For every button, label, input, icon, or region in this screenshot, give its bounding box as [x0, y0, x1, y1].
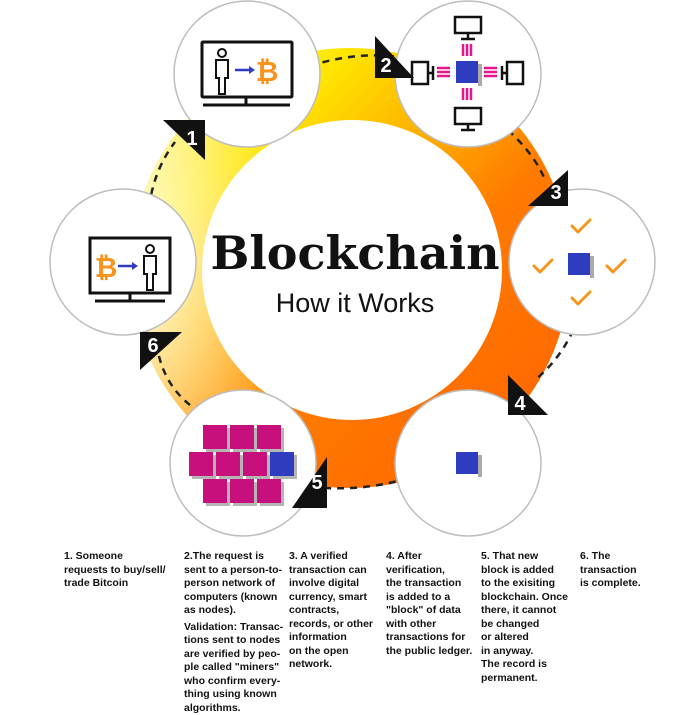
step-6-line: transaction: [580, 563, 637, 576]
step-3-line: network.: [289, 658, 333, 670]
step-2-validation-line: who confirm every-: [184, 674, 281, 687]
person-to-bitcoin-icon: ₿: [200, 40, 294, 107]
step-1-description: 1. Someone requests to buy/sell/ trade B…: [64, 550, 166, 591]
step-4-description: 4. After verification, the transaction i…: [386, 550, 472, 658]
step-4-line: the public ledger.: [386, 644, 473, 657]
step-4-line: transactions for: [386, 631, 466, 643]
chain-block: [216, 452, 240, 476]
step-number-1: 1: [186, 128, 197, 150]
step-6-line: is complete.: [580, 577, 641, 589]
chain-block: [230, 479, 254, 503]
svg-text:₿: ₿: [256, 56, 279, 87]
chain-of-blocks-icon: [189, 425, 297, 506]
step-5-line: to the exisiting: [481, 577, 556, 589]
step-2-validation-line: Validation: Transac-: [184, 620, 284, 633]
step-5-line: The record is: [481, 658, 547, 670]
step-number-2: 2: [380, 55, 391, 77]
step-3-line: information: [289, 631, 347, 643]
network-nodes-icon: [410, 15, 525, 132]
step-3-line: records, or other: [289, 617, 374, 630]
step-badge-2: [375, 36, 414, 78]
step-1-line: 1. Someone: [64, 550, 123, 562]
step-2-validation-line: algorithms.: [184, 701, 241, 714]
step-2-line: 2.The request is: [184, 550, 264, 562]
chain-block: [203, 425, 227, 449]
step-2-line: sent to a person-to-: [184, 563, 283, 576]
step-3-line: currency, smart: [289, 590, 368, 603]
step-4-line: 4. After: [386, 550, 422, 562]
step-3-line: transaction can: [289, 563, 367, 576]
step-number-6: 6: [147, 335, 158, 357]
diagram-title: Blockchain: [210, 226, 500, 280]
step-badge-6: [140, 332, 182, 370]
step-2-line: computers (known: [184, 590, 278, 603]
step-6-line: 6. The: [580, 550, 611, 562]
svg-text:₿: ₿: [95, 252, 118, 283]
step-5-line: in anyway.: [481, 644, 534, 657]
step-number-3: 3: [550, 182, 561, 204]
step-4-line: with other: [386, 617, 437, 630]
chain-block: [257, 425, 281, 449]
step-badge-1: [163, 120, 205, 160]
step-2-line: as nodes).: [184, 604, 236, 616]
step-number-5: 5: [311, 472, 322, 494]
verified-block-icon: [532, 218, 627, 306]
step-5-line: 5. That new: [481, 550, 539, 562]
step-5-line: there, it cannot: [481, 604, 557, 616]
step-badge-4: [508, 375, 548, 415]
chain-block: [189, 452, 213, 476]
step-5-line: blockchain. Once: [481, 590, 568, 603]
step-5-line: block is added: [481, 563, 554, 576]
chain-block: [243, 452, 267, 476]
step-5-line: be changed: [481, 617, 540, 630]
step-5-line: permanent.: [481, 671, 538, 684]
step-2-description: 2.The request is sent to a person-to- pe…: [184, 550, 283, 715]
step-number-4: 4: [514, 393, 526, 415]
step-2-line: person network of: [184, 577, 276, 589]
chain-block: [203, 479, 227, 503]
step-4-line: is added to a: [386, 590, 451, 603]
step-5-description: 5. That new block is added to the exisit…: [481, 550, 568, 685]
step-4-line: verification,: [386, 563, 445, 576]
step-1-line: trade Bitcoin: [64, 577, 129, 589]
new-block: [270, 452, 294, 476]
block-icon: [456, 452, 482, 477]
step-4-line: "block" of data: [386, 604, 461, 616]
chain-block: [257, 479, 281, 503]
step-badge-5: [292, 457, 327, 508]
blockchain-diagram: ₿: [49, 0, 656, 537]
ring-inner: [202, 120, 502, 420]
step-3-line: contracts,: [289, 604, 340, 616]
step-3-line: on the open: [289, 644, 349, 657]
step-badges: 1 2 3 4 5 6: [140, 36, 568, 508]
step-badge-3: [528, 170, 568, 206]
chain-block: [230, 425, 254, 449]
step-2-validation-line: are verified by peo-: [184, 647, 281, 660]
step-2-validation-line: ple called "miners": [184, 661, 280, 673]
step-6-description: 6. The transaction is complete.: [580, 550, 641, 591]
dashed-connectors: [146, 54, 580, 490]
step-3-line: involve digital: [289, 577, 360, 589]
step-2-validation-line: tions sent to nodes: [184, 634, 281, 646]
diagram-subtitle: How it Works: [275, 288, 435, 318]
step-1-line: requests to buy/sell/: [64, 563, 166, 576]
step-3-line: 3. A verified: [289, 550, 348, 562]
step-5-line: or altered: [481, 631, 529, 643]
step-3-description: 3. A verified transaction can involve di…: [289, 550, 373, 672]
bitcoin-to-person-icon: ₿: [88, 236, 172, 303]
step-2-validation-line: thing using known: [184, 688, 277, 700]
step-4-line: the transaction: [386, 577, 462, 589]
